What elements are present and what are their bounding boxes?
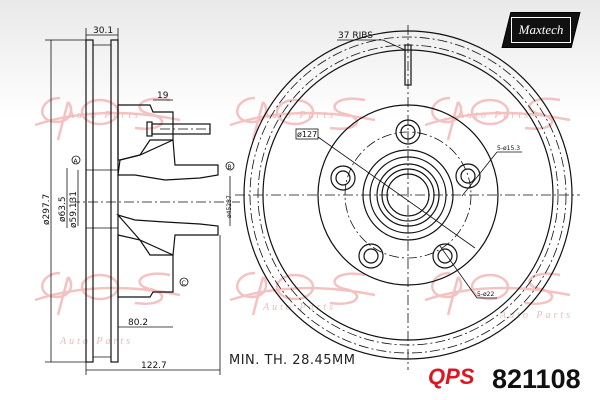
ribs-label: 37 RIBS [338, 31, 373, 41]
front-view: 37 RIBS ø127 5-ø15.3 5-ø22 [235, 25, 580, 370]
hub-inner-diameter-dim: ø45237 [226, 195, 233, 218]
datum-b: B [228, 164, 232, 171]
total-height-dim: 122.7 [141, 361, 167, 371]
watermark-text: Auto Parts [262, 302, 336, 313]
maxtech-logo-text: Maxtech [511, 17, 571, 43]
watermark-text: Auto Parts [67, 110, 141, 121]
watermark-text: Auto Parts [262, 110, 336, 121]
side-section-view: ø297.7 ø63.5 ø59.131 30.1 19 ø45237 A B … [42, 26, 240, 375]
datum-a: A [74, 158, 79, 165]
qps-logo: QPS [428, 364, 475, 389]
bolt-dim: 19 [157, 91, 169, 101]
outer-diameter-dim: ø297.7 [42, 194, 52, 225]
watermark-text: Auto Parts [457, 110, 531, 121]
bolt-circle-label: ø127 [297, 130, 317, 139]
bore-diameter-2-dim: ø59.131 [69, 191, 79, 228]
small-holes-label: 5-ø15.3 [497, 145, 520, 152]
large-holes-label: 5-ø22 [477, 291, 494, 298]
width-dim: 30.1 [93, 26, 113, 36]
watermark-text: Auto Parts [59, 336, 133, 347]
watermark-text: Auto Parts [499, 310, 573, 321]
min-thickness-label: MIN. TH. 28.45MM [229, 353, 356, 368]
watermark: Auto Parts Auto Parts Auto Parts Auto Pa… [33, 96, 573, 347]
bolt-holes [330, 119, 481, 269]
datum-c: C [182, 280, 186, 287]
bore-diameter-1-dim: ø63.5 [58, 196, 68, 222]
maxtech-logo: Maxtech [501, 12, 581, 48]
hub-depth-dim: 80.2 [128, 318, 148, 328]
part-number: 821108 [492, 364, 581, 394]
watermark-logo [33, 271, 182, 317]
